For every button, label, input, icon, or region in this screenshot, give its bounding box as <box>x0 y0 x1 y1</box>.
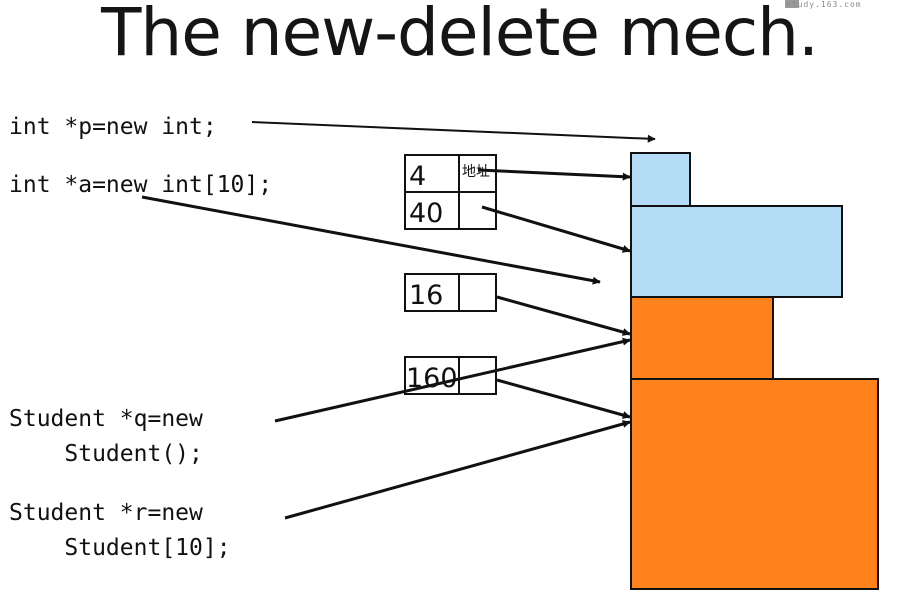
heap-block-int <box>630 152 691 207</box>
arrow-a-to-int-array <box>141 195 601 285</box>
slide-title: The new-delete mech. <box>101 0 819 71</box>
code-q-decl-line2: Student(); <box>9 441 203 467</box>
table-size-value: 40 <box>409 198 443 229</box>
code-q-decl-line1: Student *q=new <box>9 406 203 432</box>
arrow-table-row1 <box>477 168 631 181</box>
code-r-decl-line2: Student[10]; <box>9 535 231 561</box>
allocation-table: 4 地址 40 16 160 <box>404 154 497 395</box>
arrow-q-to-student <box>274 337 631 423</box>
code-a-decl: int *a=new int[10]; <box>9 172 273 198</box>
arrow-table-row4 <box>496 378 631 419</box>
code-r-decl-line1: Student *r=new <box>9 500 203 526</box>
table-size-value: 4 <box>409 161 426 192</box>
code-p-decl: int *p=new int; <box>9 114 217 140</box>
table-size-value: 16 <box>409 280 443 311</box>
watermark-logo-icon <box>785 0 799 8</box>
arrow-table-row3 <box>496 295 631 336</box>
heap-block-int-array <box>630 205 843 298</box>
table-addr-label: 地址 <box>462 164 490 180</box>
table-addr-cell <box>458 356 497 395</box>
arrow-table-row2 <box>481 205 631 253</box>
table-addr-cell <box>458 273 497 312</box>
heap-block-student <box>630 296 774 380</box>
arrow-r-to-student-array <box>284 420 631 520</box>
arrow-p-to-int <box>251 121 656 143</box>
watermark: study.163.com <box>786 0 862 9</box>
heap-block-student-array <box>630 378 879 590</box>
